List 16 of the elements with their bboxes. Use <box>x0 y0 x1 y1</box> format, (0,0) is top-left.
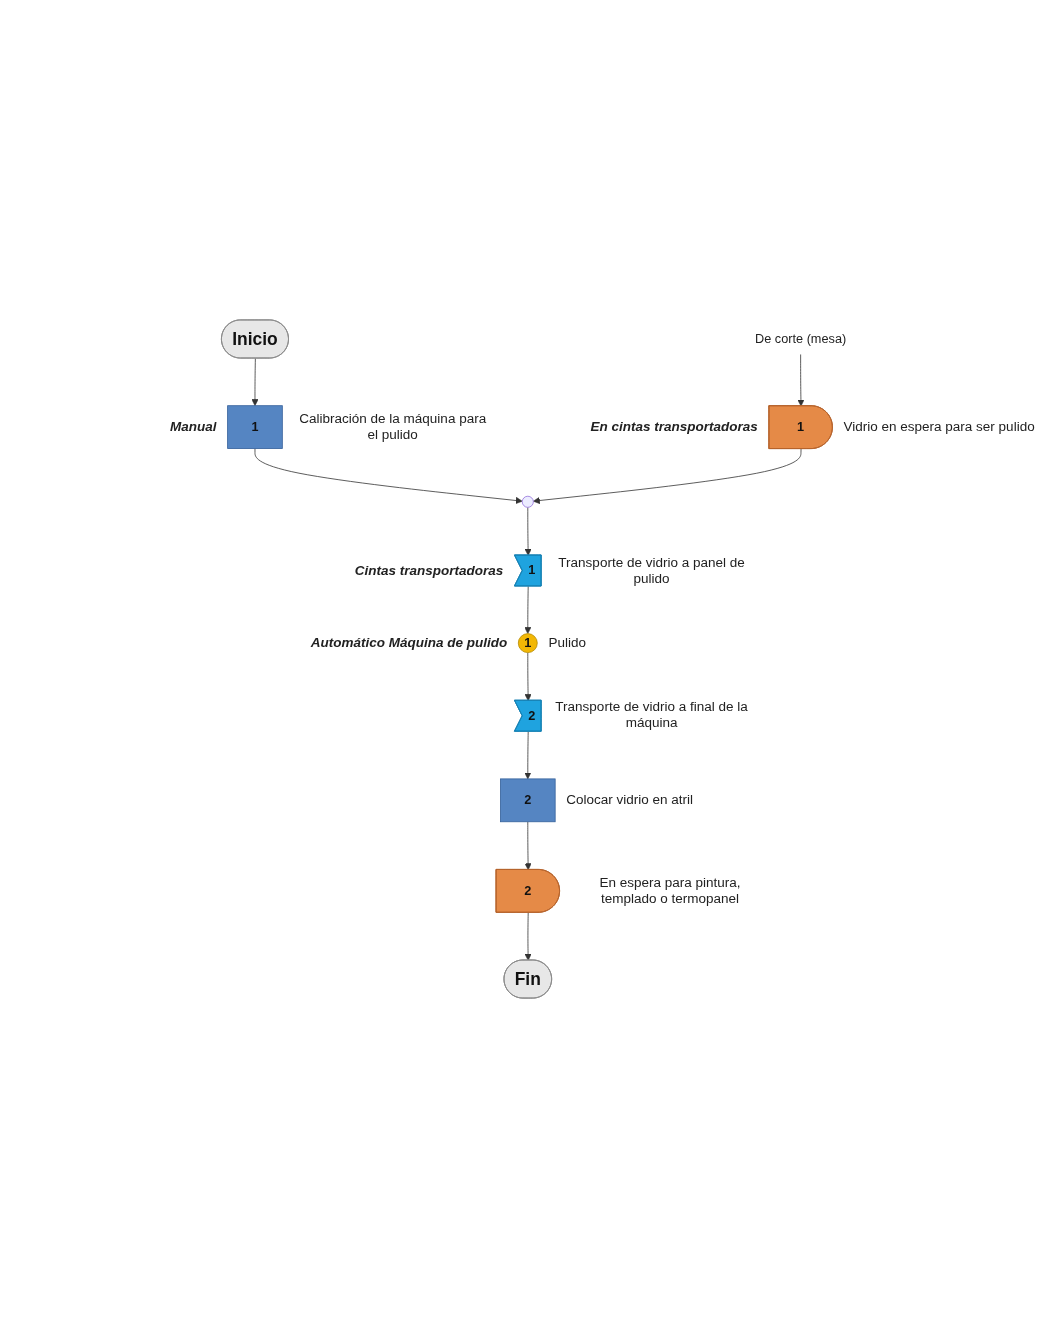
step-description: Transporte de vidrio a final de la máquina <box>554 699 749 732</box>
step-description: Colocar vidrio en atril <box>566 792 694 809</box>
node-circle <box>521 495 534 508</box>
step-description: En espera para pintura, templado o termopanel <box>598 875 742 907</box>
node-text: De corte (mesa) <box>755 331 847 346</box>
node-circle: 1 <box>517 633 538 653</box>
node-box: 1 <box>227 405 283 449</box>
resource-label: Cintas transportadoras <box>354 562 504 579</box>
resource-label: En cintas transportadoras <box>590 419 758 436</box>
step-description: Calibración de la máquina para el pulido <box>298 411 488 443</box>
resource-label: Manual <box>169 419 217 436</box>
resource-label: Automático Máquina de pulido <box>310 635 508 652</box>
step-description: Vidrio en espera para ser pulido <box>843 419 1035 436</box>
node-box: 2 <box>500 778 556 823</box>
step-description: Transporte de vidrio a panel de pulido <box>557 554 746 587</box>
step-description: Pulido <box>548 635 586 652</box>
